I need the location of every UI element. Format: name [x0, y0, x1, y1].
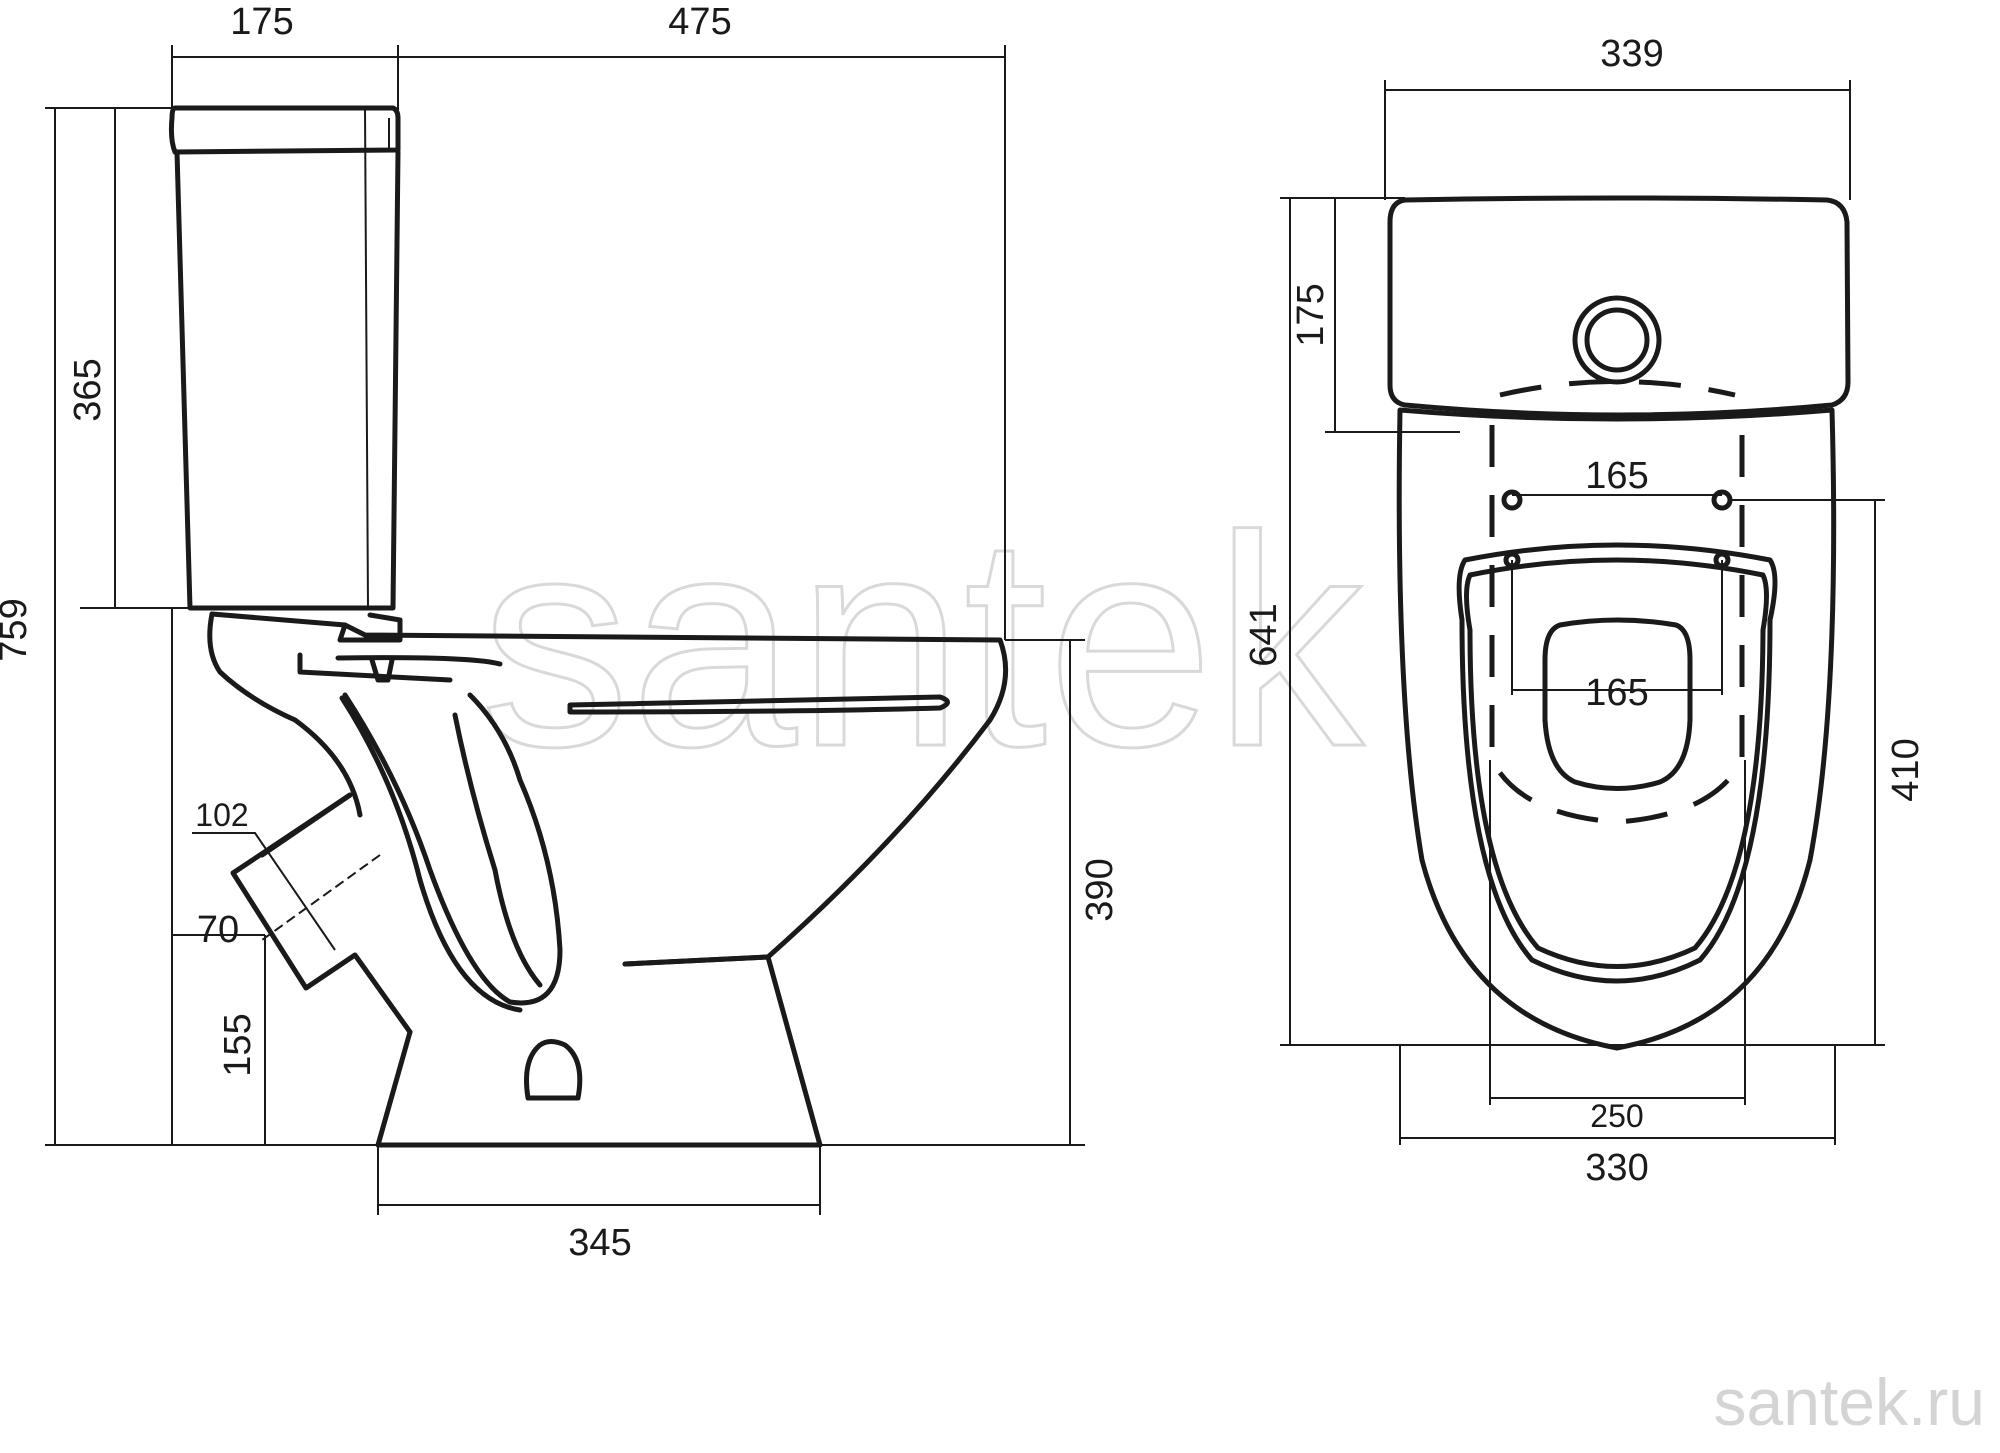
- side-bowl-outer: [209, 611, 1009, 967]
- dim-330: 330: [1585, 1147, 1648, 1189]
- side-view: 175 475 759 365 390 155 70 102 345: [0, 1, 1121, 1264]
- dim-759: 759: [0, 598, 35, 661]
- side-trap-channel: [342, 692, 563, 1006]
- brand-text: santek.ru: [1714, 1365, 1985, 1439]
- dim-365: 365: [67, 358, 109, 421]
- side-cistern: [168, 105, 401, 155]
- dim-175-side: 175: [230, 1, 293, 43]
- side-rim-lower: [335, 655, 503, 667]
- side-outlet: [230, 792, 413, 1035]
- top-bowl-opening-hidden: [1489, 425, 1745, 825]
- side-cistern-seat: [337, 612, 403, 643]
- side-cistern-inner-line: [364, 107, 369, 609]
- top-seat-inner: [1464, 557, 1769, 969]
- top-water-spot: [1542, 617, 1693, 791]
- side-outlet-upper: [259, 792, 353, 858]
- side-base: [375, 954, 823, 1148]
- dim-165-rear: 165: [1585, 455, 1648, 497]
- dim-339: 339: [1600, 33, 1663, 75]
- dim-475-side: 475: [668, 1, 731, 43]
- dim-leader-102: [192, 832, 336, 951]
- dim-102: 102: [195, 797, 248, 833]
- top-cistern-hidden: [1499, 379, 1736, 398]
- dim-410: 410: [1885, 738, 1927, 801]
- side-base-hole: [524, 1039, 583, 1101]
- dim-70: 70: [197, 909, 239, 951]
- side-outlet-axis: [261, 854, 381, 941]
- side-water-seal: [622, 954, 771, 967]
- top-flush-button-inner: [1584, 307, 1650, 373]
- dim-155: 155: [217, 1013, 259, 1076]
- side-trap-front: [207, 611, 363, 818]
- top-cistern: [1387, 195, 1851, 418]
- side-rim-inner: [567, 694, 950, 715]
- side-rim-groove: [297, 652, 453, 683]
- dim-390: 390: [1079, 858, 1121, 921]
- top-hole-rear-left: [1501, 489, 1523, 511]
- side-trap-inner: [452, 712, 543, 988]
- dim-641: 641: [1243, 603, 1285, 666]
- top-seat-outer: [1456, 542, 1778, 984]
- top-view: 165 165 339 175 641 410 250 330: [1243, 33, 1927, 1189]
- dim-250: 250: [1590, 1098, 1643, 1134]
- top-bowl-outer: [1396, 407, 1837, 1051]
- side-cistern-body: [174, 149, 401, 611]
- side-trap-outer: [339, 695, 523, 1013]
- dim-165-front: 165: [1585, 672, 1648, 714]
- side-flush-valve: [369, 657, 395, 683]
- dim-175-top: 175: [1290, 283, 1332, 346]
- dim-345: 345: [568, 1222, 631, 1264]
- top-flush-button-outer: [1572, 295, 1662, 385]
